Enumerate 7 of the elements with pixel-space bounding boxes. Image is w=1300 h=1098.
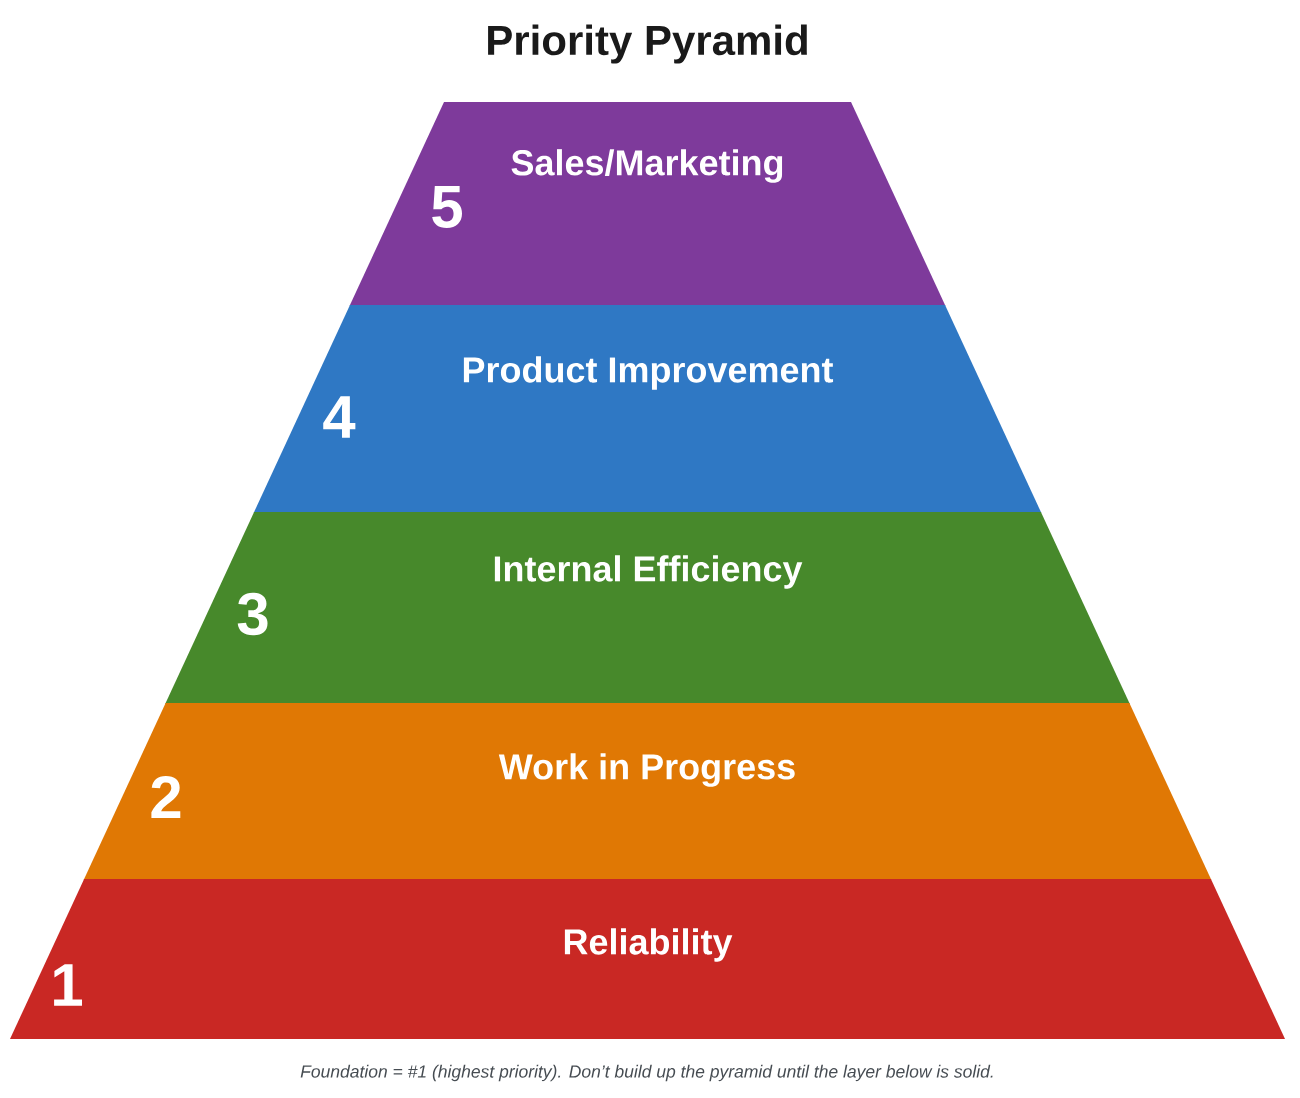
caption: Foundation = #1 (highest priority). Don’t build up the pyramid until the layer below is solid. bbox=[300, 1064, 993, 1082]
pyramid-layer: Work in Progress 2 bbox=[83, 703, 1212, 880]
pyramid-layer: Sales/Marketing 5 bbox=[349, 102, 946, 306]
pyramid-layer: Reliability 1 bbox=[10, 879, 1285, 1039]
pyramid-layer: Internal Efficiency 3 bbox=[165, 512, 1130, 704]
pyramid-layer: Product Improvement 4 bbox=[253, 305, 1042, 513]
title: Priority Pyramid bbox=[488, 24, 807, 64]
